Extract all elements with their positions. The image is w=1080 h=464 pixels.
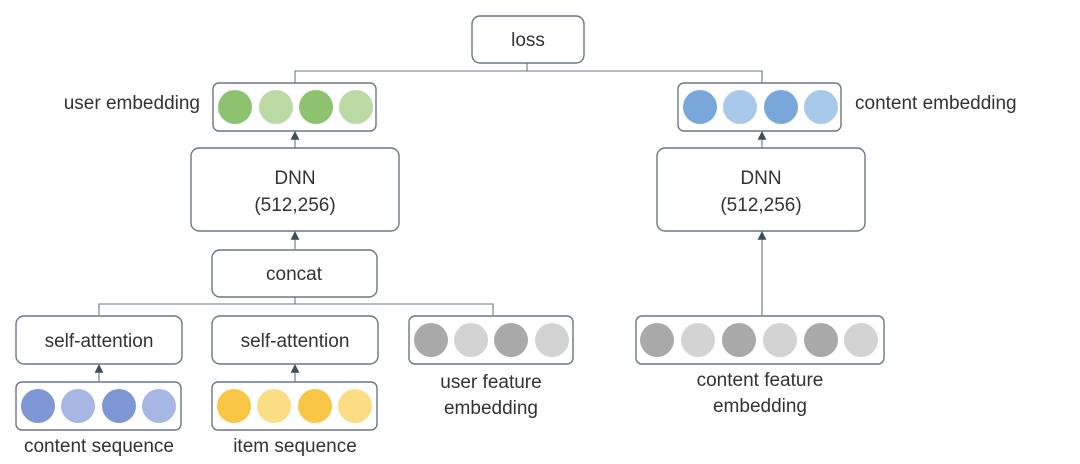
content-embedding-dot: [804, 90, 838, 124]
loss-to-embeddings-connector: [294, 63, 763, 83]
connectors: [94, 63, 767, 382]
content-feature-embedding-label-line1: content feature: [697, 370, 824, 391]
content-sequence-dot: [21, 389, 55, 423]
user-embedding-dot: [299, 90, 333, 124]
content-sequence-vector: [15, 381, 182, 431]
user-embedding-label: user embedding: [64, 93, 200, 114]
dnn-left-layers: (512,256): [254, 195, 335, 216]
loss-label: loss: [511, 30, 545, 51]
item-sequence-dot: [298, 389, 332, 423]
user-feature-dot: [494, 323, 528, 357]
content-feature-dot: [681, 323, 715, 357]
content-feature-dot: [763, 323, 797, 357]
item-sequence-dot: [217, 389, 251, 423]
user-embedding-dot: [339, 90, 373, 124]
content-feature-embedding-vector: [635, 315, 885, 365]
user-feature-dot: [454, 323, 488, 357]
content-embedding-label: content embedding: [855, 93, 1017, 114]
item-sequence-label: item sequence: [233, 436, 357, 457]
item-sequence-dot: [257, 389, 291, 423]
loss-node: loss: [471, 15, 585, 64]
user-embedding-dot: [259, 90, 293, 124]
content-sequence-dot: [102, 389, 136, 423]
content-sequence-label: content sequence: [24, 436, 174, 457]
concat-label: concat: [266, 264, 323, 285]
self-attention-label-2: self-attention: [241, 331, 350, 352]
user-feature-embedding-label-line1: user feature: [440, 372, 541, 393]
content-embedding-dot: [723, 90, 757, 124]
content-feature-dot: [722, 323, 756, 357]
content-sequence-dot: [61, 389, 95, 423]
item-sequence-vector: [211, 381, 378, 431]
user-feature-dot: [414, 323, 448, 357]
user-feature-embedding-vector: [408, 315, 574, 365]
content-feature-embedding-label-line2: embedding: [713, 396, 807, 417]
self-attention-node-1: self-attention: [15, 315, 183, 365]
dnn-right-layers: (512,256): [720, 195, 801, 216]
concat-node: concat: [211, 249, 378, 298]
user-embedding-dot: [218, 90, 252, 124]
item-sequence-dot: [338, 389, 372, 423]
content-embedding-dot: [764, 90, 798, 124]
self-attention-node-2: self-attention: [211, 315, 379, 365]
content-feature-dot: [804, 323, 838, 357]
dnn-left-title: DNN: [274, 168, 315, 189]
content-embedding-dot: [683, 90, 717, 124]
content-feature-dot: [844, 323, 878, 357]
content-sequence-dot: [142, 389, 176, 423]
inputs-to-concat-connector: [98, 297, 494, 315]
user-feature-dot: [535, 323, 569, 357]
dnn-left-node: DNN (512,256): [190, 147, 400, 232]
dnn-right-node: DNN (512,256): [656, 147, 866, 232]
user-feature-embedding-label-line2: embedding: [444, 398, 538, 419]
user-embedding-vector: [212, 82, 377, 132]
dnn-right-title: DNN: [740, 168, 781, 189]
content-embedding-vector: [677, 82, 842, 132]
content-feature-dot: [640, 323, 674, 357]
self-attention-label-1: self-attention: [45, 331, 154, 352]
